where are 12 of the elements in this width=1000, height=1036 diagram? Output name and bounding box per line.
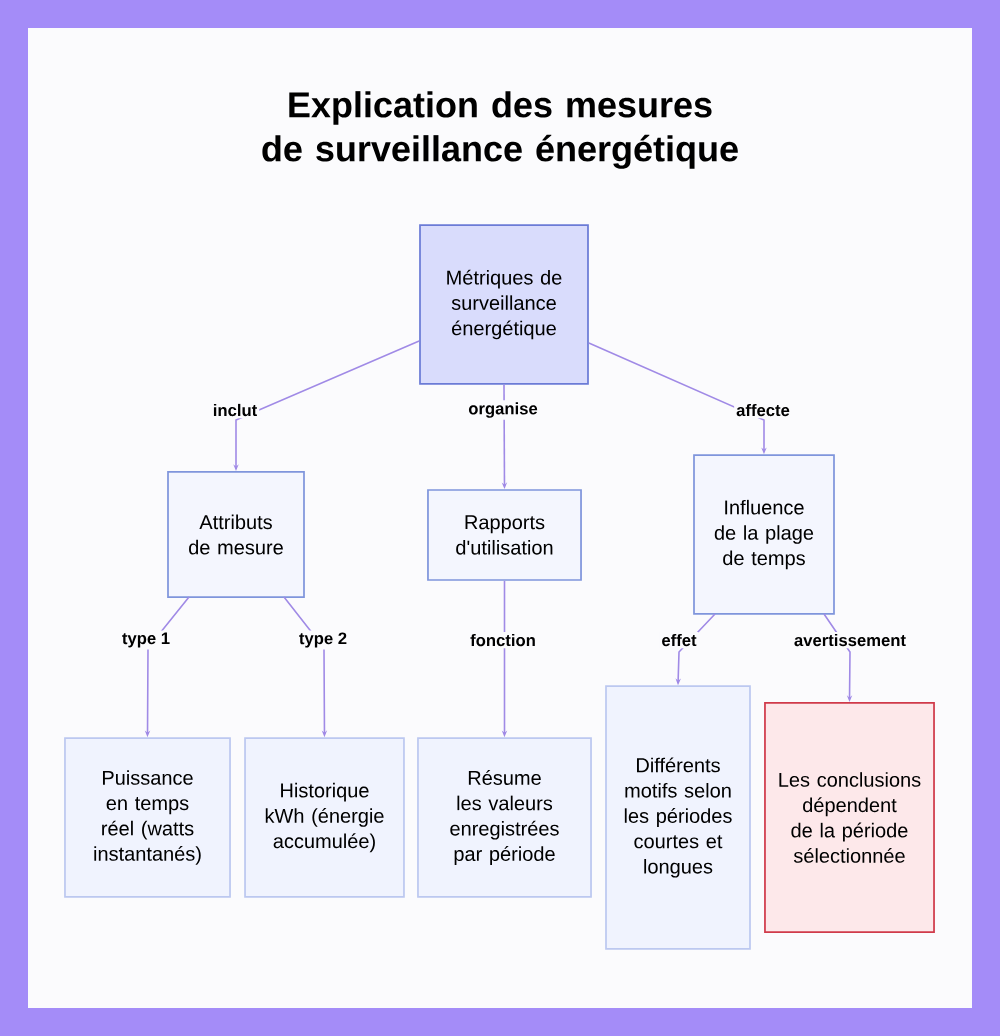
concept-box: Rapports d'utilisation bbox=[427, 489, 582, 581]
concept-box: Différents motifs selon les périodes courtes et longues bbox=[605, 685, 751, 950]
edge-label: type 2 bbox=[296, 630, 350, 650]
concept-box: Résume les valeurs enregistrées par période bbox=[417, 737, 592, 898]
concept-box: Attributs de mesure bbox=[167, 471, 305, 598]
edge-label: organise bbox=[466, 400, 540, 420]
concept-box: Métriques de surveillance énergétique bbox=[419, 224, 589, 385]
concept-box: Influence de la plage de temps bbox=[693, 454, 835, 615]
title: Explication des mesures de surveillance énergétique bbox=[262, 91, 738, 169]
concept-box: Historique kWh (énergie accumulée) bbox=[244, 737, 405, 898]
concept-box: Les conclusions dépendent de la période sélectionnée bbox=[764, 702, 935, 933]
concept-box: Puissance en temps réel (watts instantanés) bbox=[64, 737, 231, 898]
